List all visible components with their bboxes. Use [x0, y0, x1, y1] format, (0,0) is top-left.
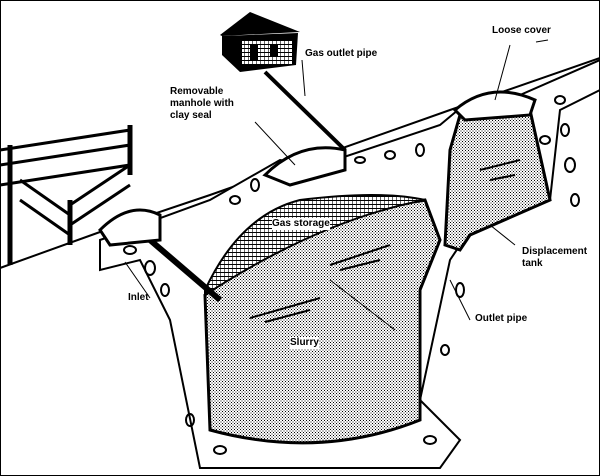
label-slurry: Slurry: [290, 337, 319, 349]
label-inlet: Inlet: [128, 292, 149, 303]
gas-pipe: [263, 70, 347, 152]
manhole-cover: [262, 146, 347, 187]
displacement-tank: [443, 108, 552, 252]
house-icon: [220, 12, 300, 72]
fence: [0, 125, 133, 265]
label-outlet-pipe: Outlet pipe: [475, 313, 528, 324]
gas-storage-dome: [204, 194, 426, 297]
inlet-cover: [98, 208, 162, 247]
label-displacement-tank: Displacement tank: [522, 246, 588, 269]
rubble-stones: [123, 95, 580, 455]
label-loose-cover: Loose cover: [492, 25, 551, 36]
loose-cover: [452, 90, 537, 122]
surface-lines: [249, 159, 521, 323]
inlet-pipe: [148, 237, 222, 303]
label-gas-outlet-pipe: Gas outlet pipe: [305, 48, 378, 59]
leader-lines: [124, 39, 549, 331]
label-gas-storage: Gas storage: [272, 218, 330, 230]
label-manhole: Removable manhole with clay seal: [170, 86, 234, 121]
